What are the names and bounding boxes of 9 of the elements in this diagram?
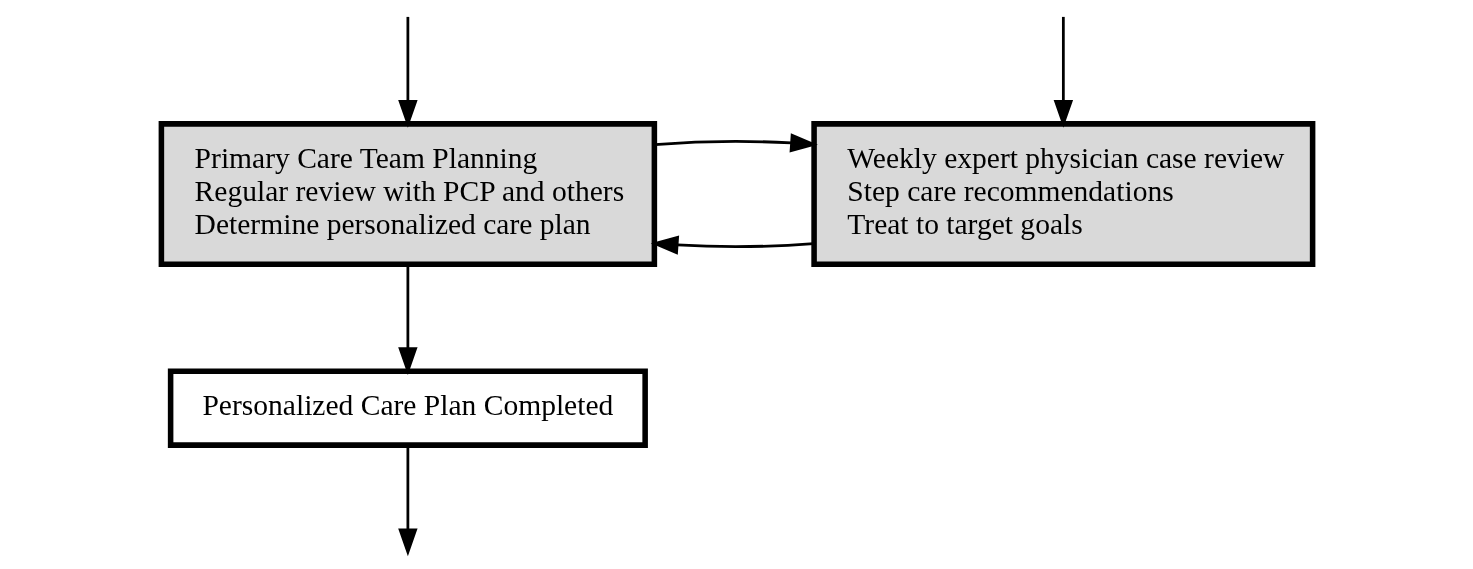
arrow — [650, 235, 814, 255]
arrow — [397, 445, 418, 557]
node-box: Weekly expert physician case review Step care recommendations Treat to target goals — [810, 121, 1315, 267]
node-box: Primary Care Team Planning Regular review with PCP and others Determine personalized care plan — [158, 121, 657, 267]
arrow — [654, 133, 818, 153]
arrow — [1053, 16, 1073, 128]
arrow — [397, 16, 418, 128]
node-box: Personalized Care Plan Completed — [167, 368, 648, 448]
arrow — [397, 264, 418, 375]
